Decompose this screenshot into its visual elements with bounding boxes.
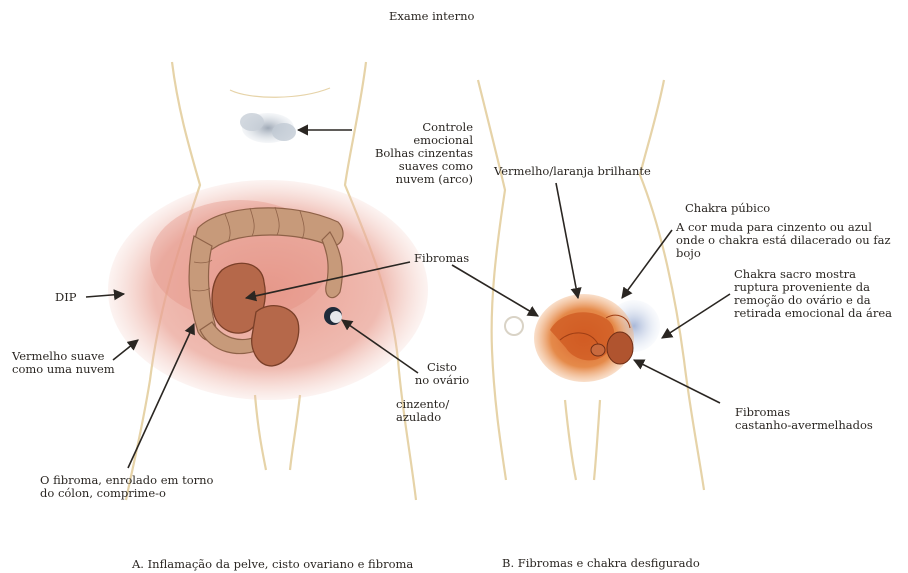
page-title: Exame interno xyxy=(389,10,474,23)
label-vermelho-laranja: Vermelho/laranja brilhante xyxy=(494,165,651,178)
label-fibromas: Fibromas xyxy=(414,252,469,265)
label-cor-muda: A cor muda para cinzento ou azul onde o … xyxy=(676,221,908,260)
arrow-vermelho-laranja xyxy=(556,183,578,298)
caption-b: B. Fibromas e chakra desfigurado xyxy=(502,557,700,570)
ring-mark xyxy=(505,317,523,335)
arrow-fibromas-castanho xyxy=(634,360,720,403)
caption-a: A. Inflamação da pelve, cisto ovariano e… xyxy=(132,558,413,571)
figure-b-body xyxy=(478,80,704,490)
label-fibroma-colon: O fibroma, enrolado em torno do cólon, c… xyxy=(40,474,213,500)
label-cinzento-azulado: cinzento/ azulado xyxy=(396,398,449,424)
label-chakra-pubico: Chakra púbico xyxy=(685,202,770,215)
label-controle-emocional: Controle emocional Bolhas cinzentas suav… xyxy=(361,121,473,186)
label-dip: DIP xyxy=(55,291,77,304)
label-chakra-sacro: Chakra sacro mostra ruptura proveniente … xyxy=(734,268,892,320)
label-vermelho-suave: Vermelho suave como uma nuvem xyxy=(12,350,115,376)
arrow-chakra-sacro xyxy=(662,294,730,338)
label-fibromas-castanho: Fibromas castanho-avermelhados xyxy=(735,406,873,432)
emotional-gray-cloud xyxy=(240,113,296,143)
label-cisto: Cisto no ovário xyxy=(412,361,472,387)
ovarian-cyst xyxy=(324,307,342,325)
arrow-cor-muda xyxy=(622,230,672,298)
